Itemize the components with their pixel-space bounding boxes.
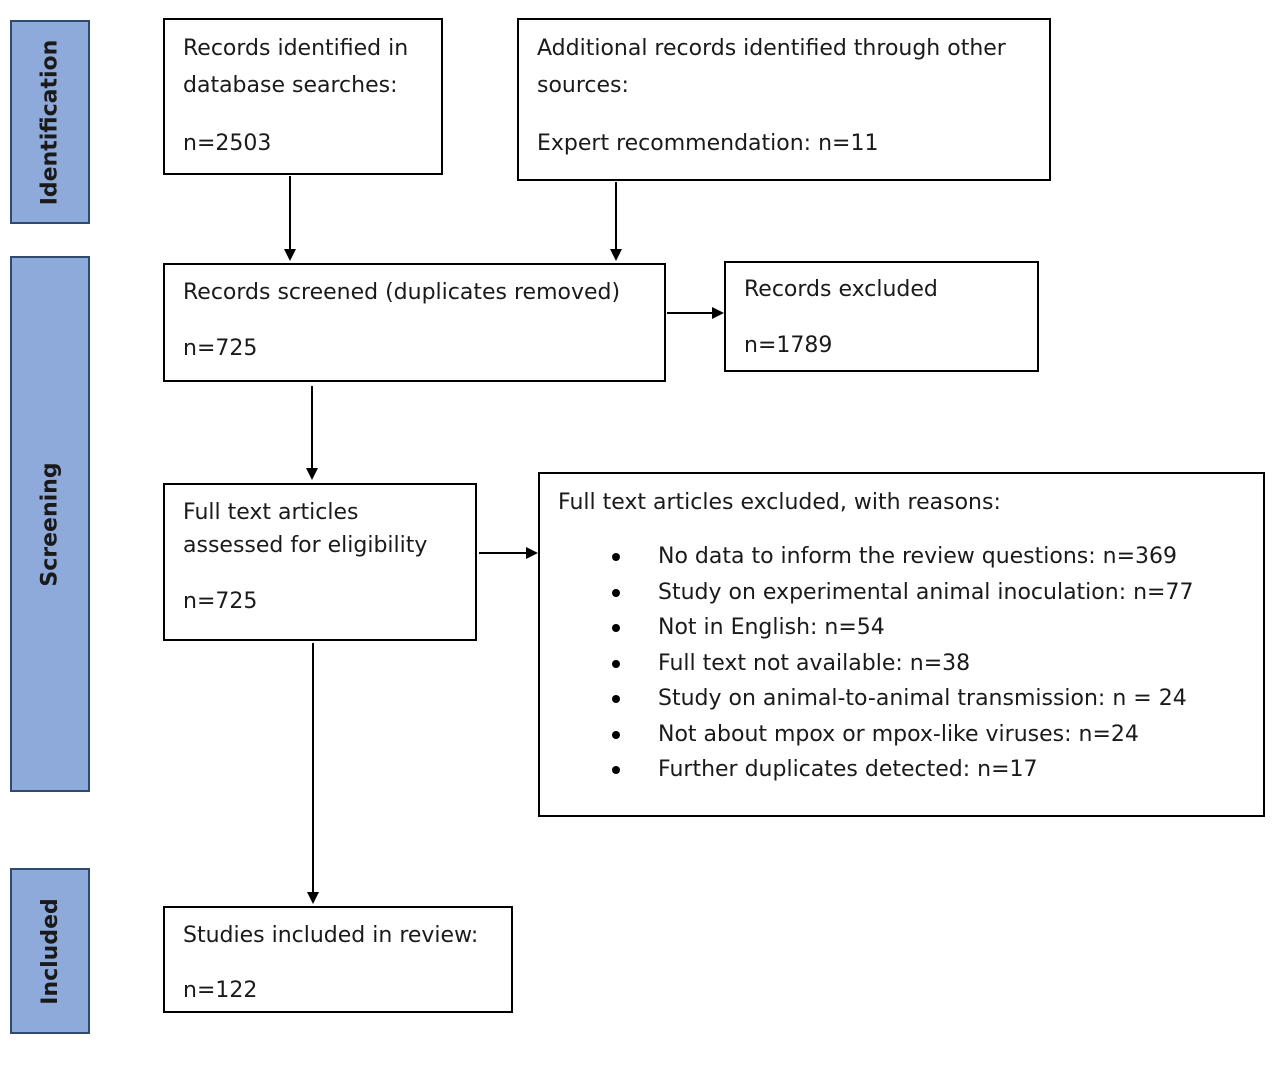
screened-label: Records screened (duplicates removed) — [183, 280, 621, 305]
stage-screening: Screening — [10, 256, 90, 792]
other-sources-box: Additional records identified through ot… — [517, 18, 1051, 181]
exclusion-reason: Full text not available: n=38 — [540, 646, 1193, 682]
exclusion-reason: Study on experimental animal inoculation… — [540, 575, 1193, 611]
stage-included: Included — [10, 868, 90, 1034]
db-search-label-1: Records identified in — [183, 36, 409, 61]
fulltext-label-2: assessed for eligibility — [183, 533, 428, 558]
exclusion-reason: Further duplicates detected: n=17 — [540, 752, 1193, 788]
fulltext-count: n=725 — [183, 589, 258, 614]
fulltext-excluded-box: Full text articles excluded, with reason… — [538, 472, 1265, 817]
fulltext-excluded-heading: Full text articles excluded, with reason… — [558, 490, 1001, 515]
exclusion-reason: Not in English: n=54 — [540, 610, 1193, 646]
db-search-label-2: database searches: — [183, 73, 398, 98]
exclusion-reasons-list: No data to inform the review questions: … — [540, 539, 1193, 788]
stage-screening-label: Screening — [37, 461, 63, 587]
other-sources-label-2: sources: — [537, 73, 629, 98]
other-sources-detail: Expert recommendation: n=11 — [537, 131, 879, 156]
stage-included-label: Included — [37, 897, 63, 1005]
screened-box: Records screened (duplicates removed) n=… — [163, 263, 666, 382]
fulltext-box: Full text articles assessed for eligibil… — [163, 483, 477, 641]
fulltext-label-1: Full text articles — [183, 500, 359, 525]
db-search-count: n=2503 — [183, 131, 272, 156]
included-count: n=122 — [183, 978, 258, 1003]
stage-identification: Identification — [10, 20, 90, 224]
screened-count: n=725 — [183, 336, 258, 361]
records-excluded-box: Records excluded n=1789 — [724, 261, 1039, 372]
exclusion-reason: No data to inform the review questions: … — [540, 539, 1193, 575]
included-label: Studies included in review: — [183, 923, 479, 948]
records-excluded-label: Records excluded — [744, 277, 938, 302]
exclusion-reason: Study on animal-to-animal transmission: … — [540, 681, 1193, 717]
other-sources-label-1: Additional records identified through ot… — [537, 36, 1006, 61]
exclusion-reason: Not about mpox or mpox-like viruses: n=2… — [540, 717, 1193, 753]
db-search-box: Records identified in database searches:… — [163, 18, 443, 175]
records-excluded-count: n=1789 — [744, 333, 833, 358]
stage-identification-label: Identification — [37, 39, 63, 205]
included-box: Studies included in review: n=122 — [163, 906, 513, 1013]
